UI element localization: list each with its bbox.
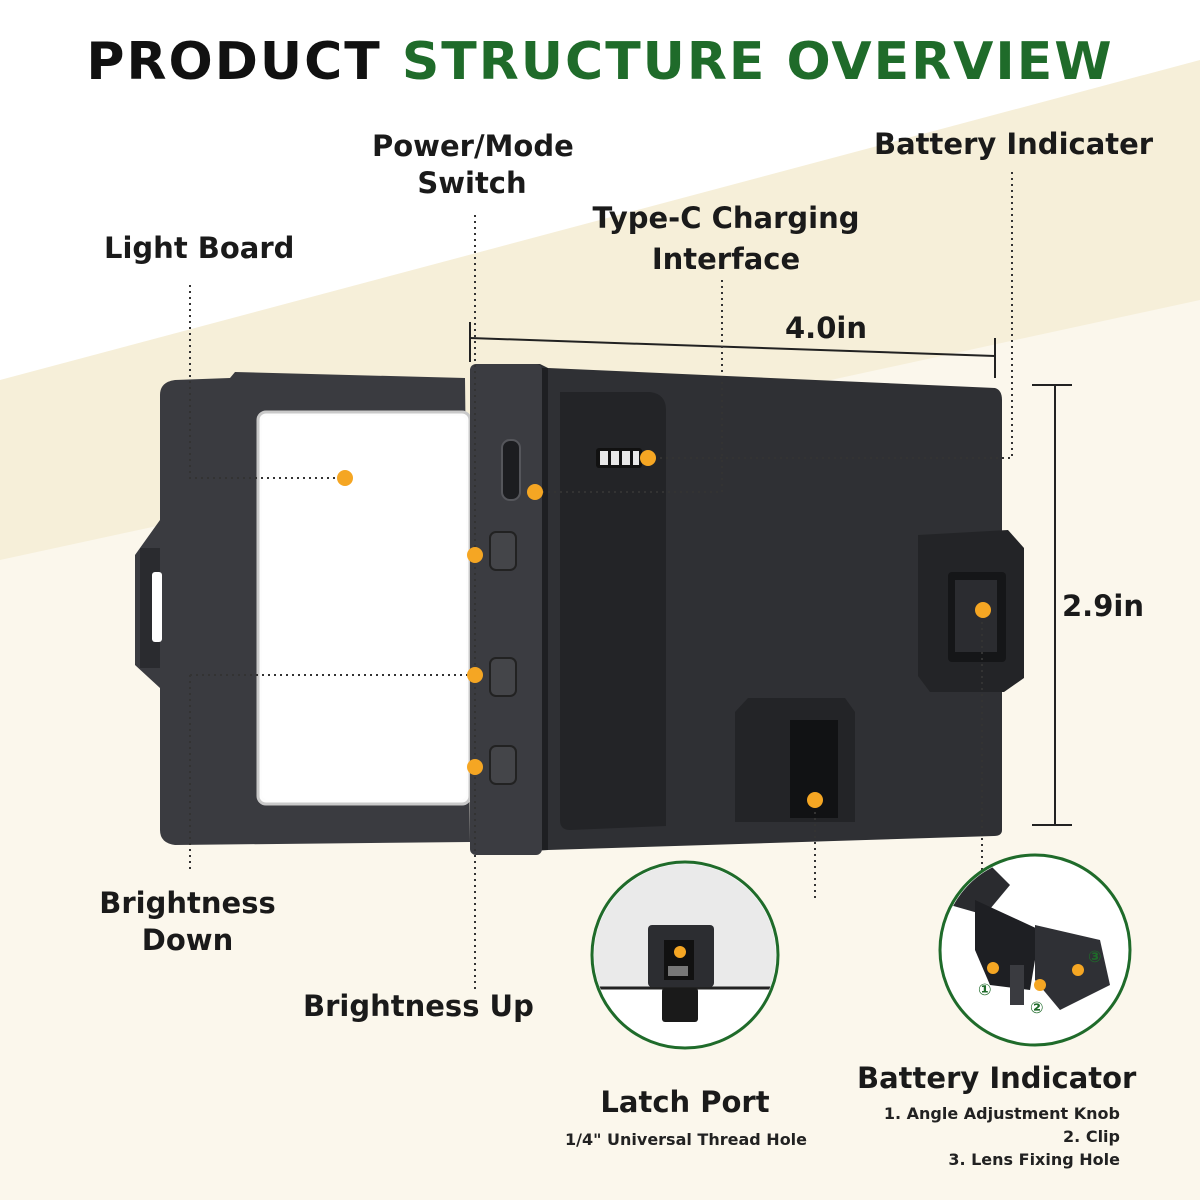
dimension-width: 4.0in (785, 311, 867, 345)
main-body (470, 364, 1024, 855)
clip-detail (938, 853, 1132, 1047)
latch-port-detail (590, 860, 780, 1050)
label-brightness-down: Brightness Down (95, 885, 280, 959)
clip-detail-title: Battery Indicator (857, 1061, 1137, 1095)
light-board-frame (135, 372, 472, 845)
label-type-c-interface: Type-C Charging Interface (586, 200, 866, 278)
clip-marker-1: ① (978, 980, 992, 999)
callout-markers (337, 450, 991, 808)
label-battery-indicater: Battery Indicater (874, 127, 1154, 161)
title-part-dark: PRODUCT (86, 32, 402, 92)
clip-marker-2: ② (1030, 998, 1044, 1017)
latch-port-subtitle: 1/4" Universal Thread Hole (565, 1130, 808, 1149)
title-part-green: STRUCTURE OVERVIEW (401, 32, 1114, 92)
clip-marker-3: ③ (1088, 947, 1102, 966)
clip-item-2: 2. Clip (1063, 1127, 1120, 1146)
label-power-mode-line1: Power/Mode (372, 129, 574, 163)
dimension-lines (469, 322, 1072, 826)
latch-port-title: Latch Port (600, 1085, 770, 1119)
label-brightness-up: Brightness Up (303, 989, 534, 1023)
label-type-c-line2: Interface (651, 242, 801, 276)
clip-item-3: 3. Lens Fixing Hole (948, 1150, 1120, 1169)
label-power-mode-line2: Switch (417, 166, 527, 200)
label-power-mode-switch: Power/Mode Switch (372, 128, 574, 202)
dimension-height: 2.9in (1062, 589, 1144, 623)
label-type-c-line1: Type-C Charging (592, 201, 860, 235)
label-light-board: Light Board (104, 231, 295, 265)
label-brightness-down-line1: Brightness (99, 886, 276, 920)
leader-lines (189, 172, 1013, 990)
clip-item-1: 1. Angle Adjustment Knob (883, 1104, 1120, 1123)
page-title: PRODUCT STRUCTURE OVERVIEW (0, 32, 1200, 92)
label-brightness-down-line2: Down (141, 923, 234, 957)
clip-detail-list: 1. Angle Adjustment Knob 2. Clip 3. Lens… (840, 1102, 1120, 1171)
